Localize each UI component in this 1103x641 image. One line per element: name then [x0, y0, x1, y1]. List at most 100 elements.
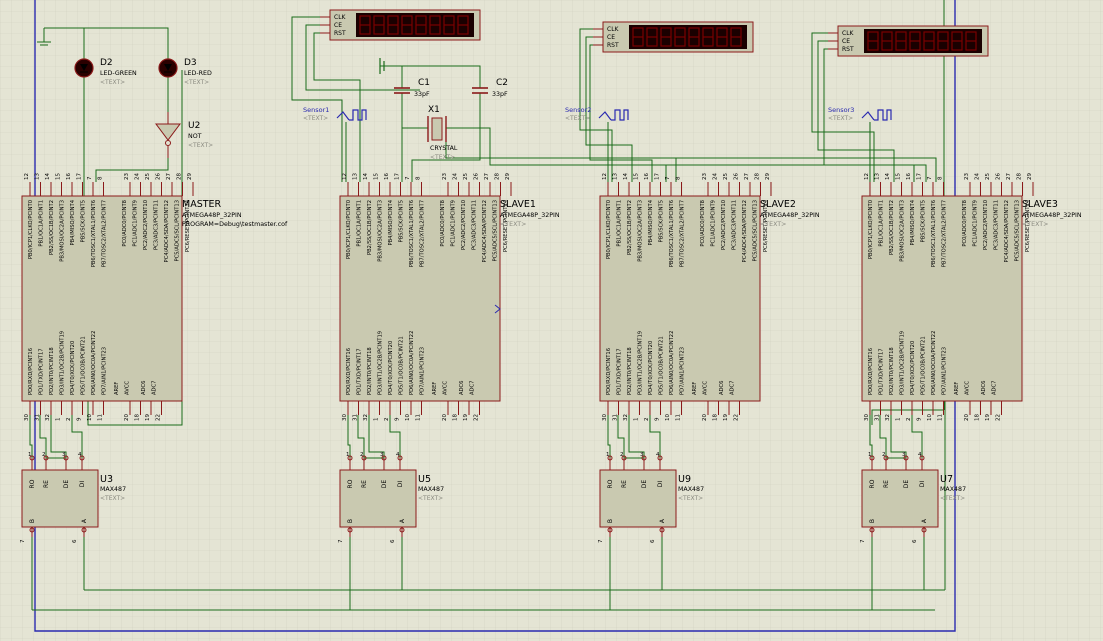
mcu-pin-label: PB4/MISO/PCINT4 [910, 199, 916, 245]
mcu-bottom-pin-number: 19 [723, 414, 729, 421]
transceiver-pin-label: RE [361, 480, 368, 488]
mcu-pin-label: PC5/ADC5/SCL/PCINT13 [1015, 200, 1021, 262]
mcu-bottom-pin-number: 18 [713, 414, 719, 421]
mcu-pin-label: ADC6 [141, 381, 147, 395]
mcu-pin-label: PD7/AIN1/PCINT23 [680, 347, 686, 395]
mcu-bottom-pin-number: 32 [45, 414, 51, 421]
sensor-arrow [336, 111, 350, 121]
wire [389, 415, 401, 458]
mcu-top-pin-number: 15 [896, 173, 902, 180]
mcu-top-pin-number: 13 [613, 173, 619, 180]
transceiver-part-label: MAX487 [100, 486, 126, 493]
wire [617, 415, 625, 458]
transceiver-pin-label: A [921, 518, 928, 523]
wire [357, 415, 365, 458]
capacitor-ref-label: C2 [496, 78, 508, 88]
pin-endpoint [641, 455, 647, 461]
pin-endpoint [607, 455, 613, 461]
mcu-bottom-pin-number: 10 [87, 414, 93, 421]
pin-endpoint [883, 455, 889, 461]
mcu-top-pin-number: 25 [985, 173, 991, 180]
mcu-pin-label: PD0/RXD/PCINT16 [868, 348, 874, 395]
wire [380, 65, 481, 88]
mcu-pin-label: ADC6 [459, 381, 465, 395]
led-top-wire [83, 27, 169, 59]
mcu-pin-label: PC1/ADC1/PCINT9 [973, 200, 979, 247]
gate-bubble [165, 140, 171, 146]
mcu-bottom-pin-number: 32 [885, 414, 891, 421]
transceiver-body [21, 469, 99, 528]
mcu-pin-label: PC5/ADC5/SCL/PCINT13 [175, 200, 181, 262]
sensor-hint-label: <TEXT> [303, 115, 328, 122]
mcu-top-pin-number: 28 [495, 173, 501, 180]
mcu-bottom-pin-number: 19 [985, 414, 991, 421]
transceiver-hint-label: <TEXT> [100, 495, 125, 502]
mcu-bottom-pin-number: 31 [353, 414, 359, 421]
mcu-pin-label: PB3/MOSI/OC2A/PCINT3 [638, 200, 644, 262]
mcu-pin-label: AREF [954, 382, 960, 395]
sensor-pulse-icon [349, 109, 367, 121]
mcu-bottom-pin-number: 9 [77, 417, 83, 421]
wire [291, 16, 343, 182]
sensor-3[interactable]: Sensor3<TEXT> [828, 106, 892, 122]
mcu-bottom-pin-number: 2 [906, 418, 912, 422]
sensor-ref-label: Sensor1 [303, 106, 329, 114]
transceiver-pin-number: 3 [380, 452, 384, 458]
mcu-pin-label: PD7/AIN1/PCINT23 [102, 347, 108, 395]
mcu-pin-label: PC4/ADC4/SDA/PCINT12 [482, 200, 488, 262]
mcu-pin-label: AVCC [703, 381, 709, 395]
mcu-part-label: ATMEGA48P_32PIN [760, 212, 820, 219]
mcu-pin-label: PB0/ICP1/CLKO/PCINT0 [346, 200, 352, 259]
gate-part-label: NOT [188, 133, 202, 140]
transceiver-pin-label: DI [397, 481, 404, 488]
mcu-pin-label: PB7/TOSC2/XTAL2/PCINT7 [680, 200, 686, 267]
sensor-2[interactable]: Sensor2<TEXT> [565, 106, 629, 122]
mcu-pin-label: PC0/ADC0/PCINT8 [962, 200, 968, 247]
mcu-top-pin-number: 25 [463, 173, 469, 180]
mcu-top-pin-number: 26 [156, 173, 162, 180]
pin-endpoint [63, 455, 69, 461]
mcu-pin-label: PB6/TOSC1/XTAL1/PCINT6 [91, 200, 97, 267]
mcu-top-pin-number: 8 [416, 176, 422, 180]
mcu-top-pin-number: 25 [723, 173, 729, 180]
transceiver-pin-number: 7 [338, 539, 344, 543]
mcu-pin-label: PB0/ICP1/CLKO/PCINT0 [606, 200, 612, 259]
wire [29, 415, 33, 458]
led-diode-symbol [80, 64, 88, 71]
display-pin-label: CLK [334, 14, 347, 21]
mcu-pin-label: ADC7 [470, 381, 476, 395]
mcu-bottom-pin-number: 11 [98, 414, 104, 421]
crystal-part-label: CRYSTAL [430, 145, 458, 152]
pin-endpoint [347, 527, 353, 533]
sensor-1[interactable]: Sensor1<TEXT> [303, 106, 367, 122]
transceiver-pin-number: 4 [918, 452, 922, 458]
transceiver-pin-label: DI [919, 481, 926, 488]
transceiver-body [339, 469, 417, 528]
mcu-pin-label: AREF [692, 382, 698, 395]
mcu-top-pin-number: 16 [384, 173, 390, 180]
mcu-top-pin-number: 12 [24, 173, 30, 180]
mcu-bottom-pin-number: 10 [665, 414, 671, 421]
mcu-bottom-pin-number: 1 [374, 418, 380, 422]
transceiver-ref-label: U7 [940, 474, 953, 485]
mcu-bottom-pin-number: 11 [416, 414, 422, 421]
mcu-top-pin-number: 26 [474, 173, 480, 180]
